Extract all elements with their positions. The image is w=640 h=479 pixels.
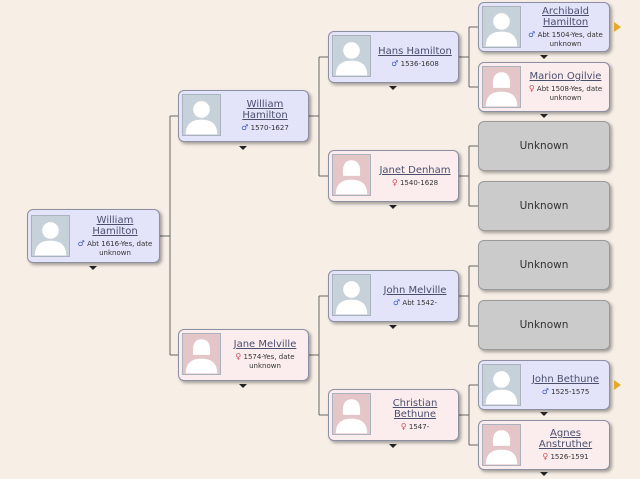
female-silhouette-icon [332, 393, 371, 435]
unknown-person-card[interactable]: Unknown [478, 300, 610, 350]
person-card-janet-denham[interactable]: Janet Denham ♀ 1540-1628 [328, 150, 459, 202]
male-silhouette-icon [482, 364, 521, 406]
male-silhouette-icon [332, 274, 371, 316]
male-silhouette-icon [332, 35, 371, 77]
person-dates: ♂ 1570-1627 [241, 123, 289, 132]
navigate-ancestors-arrow-icon[interactable] [614, 22, 621, 32]
person-dates: ♀ 1540-1628 [391, 177, 439, 187]
person-name-link[interactable]: Janet Denham [379, 164, 451, 176]
person-name-link[interactable]: Jane Melville [233, 339, 297, 350]
male-silhouette-icon [31, 215, 70, 257]
person-dates: ♀ 1574-Yes, date unknown [235, 352, 295, 370]
male-silhouette-icon [482, 6, 521, 48]
person-name-link[interactable]: John Melville [383, 284, 447, 296]
expand-toggle-icon[interactable] [540, 472, 548, 476]
person-card-hans-hamilton[interactable]: Hans Hamilton ♂ 1536-1608 [328, 31, 459, 83]
person-card-jane-melville[interactable]: Jane Melville ♀ 1574-Yes, date unknown [178, 329, 309, 381]
person-name-link[interactable]: William Hamilton [92, 214, 138, 237]
person-name-link[interactable]: Archibald Hamilton [542, 5, 589, 28]
person-name-link[interactable]: John Bethune [531, 373, 600, 385]
person-card-agnes-anstruther[interactable]: Agnes Anstruther ♀ 1526-1591 [478, 420, 610, 470]
person-card-archibald-hamilton[interactable]: Archibald Hamilton ♂ Abt 1504-Yes, date … [478, 2, 610, 52]
unknown-person-card[interactable]: Unknown [478, 240, 610, 290]
expand-toggle-icon[interactable] [389, 444, 397, 448]
person-card-christian-bethune[interactable]: Christian Bethune ♀ 1547- [328, 389, 459, 441]
expand-toggle-icon[interactable] [89, 266, 97, 270]
female-silhouette-icon [332, 154, 371, 196]
person-card-john-bethune[interactable]: John Bethune ♂ 1525-1575 [478, 360, 610, 410]
female-symbol-icon: ♀ [235, 352, 242, 361]
person-name-link[interactable]: Christian Bethune [392, 398, 438, 420]
person-name-link[interactable]: William Hamilton [242, 99, 288, 121]
person-dates: ♀ 1547- [400, 422, 430, 431]
navigate-ancestors-arrow-icon[interactable] [614, 380, 621, 390]
person-dates: ♂ Abt 1616-Yes, date unknown [77, 238, 153, 257]
person-card-marion-ogilvie[interactable]: Marion Ogilvie ♀ Abt 1508-Yes, date unkn… [478, 62, 610, 112]
female-silhouette-icon [182, 333, 221, 375]
person-dates: ♂ 1536-1608 [391, 58, 439, 68]
person-dates: ♀ 1526-1591 [542, 452, 589, 461]
male-silhouette-icon [182, 94, 221, 136]
expand-toggle-icon[interactable] [239, 384, 247, 388]
male-symbol-icon: ♂ [241, 123, 249, 132]
female-silhouette-icon [482, 424, 521, 466]
expand-toggle-icon[interactable] [389, 86, 397, 90]
person-card-william-hamilton-father[interactable]: William Hamilton ♂ 1570-1627 [178, 90, 309, 142]
female-symbol-icon: ♀ [542, 452, 549, 461]
expand-toggle-icon[interactable] [540, 55, 548, 59]
expand-toggle-icon[interactable] [540, 114, 548, 118]
expand-toggle-icon[interactable] [239, 146, 247, 150]
expand-toggle-icon[interactable] [540, 412, 548, 416]
person-name-link[interactable]: Marion Ogilvie [529, 71, 602, 82]
male-symbol-icon: ♂ [393, 297, 401, 307]
person-card-john-melville[interactable]: John Melville ♂ Abt 1542- [328, 270, 459, 322]
female-symbol-icon: ♀ [400, 422, 407, 431]
expand-toggle-icon[interactable] [389, 325, 397, 329]
female-silhouette-icon [482, 66, 521, 108]
male-symbol-icon: ♂ [541, 386, 549, 396]
male-symbol-icon: ♂ [391, 58, 399, 68]
person-dates: ♂ Abt 1504-Yes, date unknown [528, 29, 603, 48]
person-card-william-hamilton-root[interactable]: William Hamilton ♂ Abt 1616-Yes, date un… [27, 209, 160, 263]
person-dates: ♂ 1525-1575 [541, 386, 590, 396]
expand-toggle-icon[interactable] [389, 205, 397, 209]
person-name-link[interactable]: Hans Hamilton [378, 45, 452, 57]
unknown-person-card[interactable]: Unknown [478, 121, 610, 171]
person-dates: ♀ Abt 1508-Yes, date unknown [528, 84, 603, 102]
person-dates: ♂ Abt 1542- [393, 297, 437, 307]
unknown-person-card[interactable]: Unknown [478, 181, 610, 231]
male-symbol-icon: ♂ [77, 238, 85, 248]
male-symbol-icon: ♂ [528, 29, 536, 39]
female-symbol-icon: ♀ [528, 84, 535, 93]
female-symbol-icon: ♀ [391, 177, 398, 187]
person-name-link[interactable]: Agnes Anstruther [538, 428, 593, 450]
